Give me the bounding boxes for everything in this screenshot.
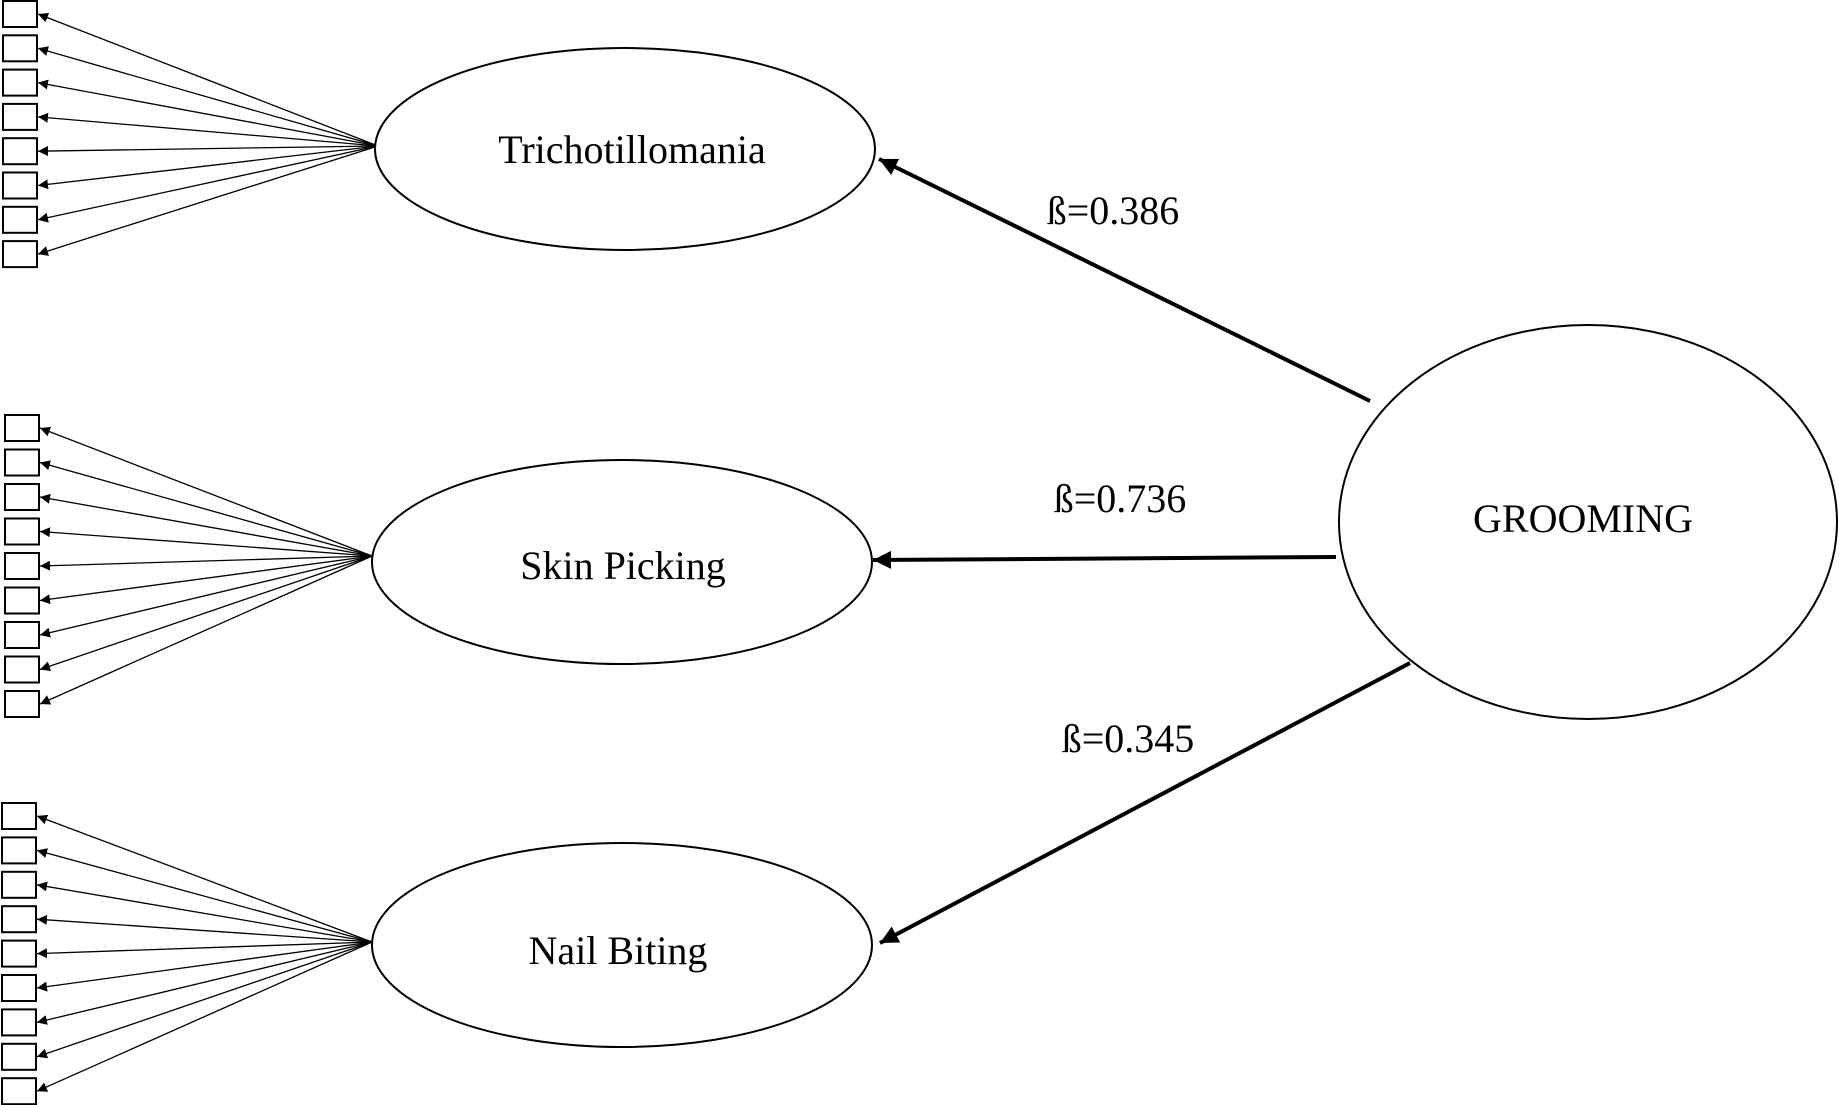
nail-biting-loading-arrow (36, 941, 373, 959)
trichotillomania-indicator-box (2, 171, 38, 200)
factor-label-nail-biting: Nail Biting (529, 928, 708, 973)
skin-picking-indicators (4, 414, 40, 718)
nail-biting-indicator-box (1, 870, 37, 899)
skin-picking-indicator-box (4, 483, 40, 511)
nail-biting-loading-arrow (36, 941, 373, 1092)
factor-label-grooming: GROOMING (1473, 496, 1693, 541)
trichotillomania-loading-arrow (37, 145, 379, 223)
factor-grooming (1338, 324, 1838, 720)
skin-picking-loading-arrow (39, 426, 373, 557)
path-grooming-to-skin-picking (872, 550, 1337, 569)
nail-biting-loading-arrow (36, 914, 373, 943)
trichotillomania-loadings (37, 12, 379, 256)
path-grooming-to-trichotillomania (878, 157, 1371, 403)
skin-picking-indicator-box (4, 552, 40, 580)
skin-picking-indicator-box (4, 690, 40, 718)
factor-skin-picking (371, 459, 873, 665)
trichotillomania-indicator-box (2, 102, 38, 131)
nail-biting-indicator-box (1, 939, 37, 968)
nail-biting-loading-arrow (36, 941, 373, 1059)
nail-biting-loading-arrow (36, 941, 373, 1025)
trichotillomania-loading-arrow (37, 79, 379, 147)
nail-biting-indicator-box (1, 1077, 37, 1105)
nail-biting-loading-arrow (36, 814, 373, 943)
trichotillomania-indicator-box (2, 0, 38, 28)
nail-biting-indicator-box (1, 905, 37, 934)
trichotillomania-indicator-box (2, 68, 38, 97)
nail-biting-loading-arrow (36, 941, 373, 992)
nail-biting-indicator-box (1, 1008, 37, 1037)
skin-picking-loading-arrow (39, 555, 373, 638)
factor-nail-biting (371, 842, 873, 1048)
trichotillomania-indicator-box (2, 205, 38, 234)
trichotillomania-loading-arrow (37, 12, 379, 147)
skin-picking-indicator-box (4, 621, 40, 649)
nail-biting-loading-arrow (36, 881, 373, 943)
nail-biting-indicator-box (1, 836, 37, 865)
nail-biting-indicator-box (1, 802, 37, 830)
factor-label-skin-picking: Skin Picking (520, 543, 726, 588)
path-coefficient-trichotillomania: ß=0.386 (1047, 188, 1180, 233)
skin-picking-loading-arrow (39, 555, 373, 705)
nail-biting-indicator-box (1, 1042, 37, 1071)
trichotillomania-indicator-box (2, 34, 38, 63)
skin-picking-indicator-box (4, 655, 40, 684)
path-grooming-to-nail-biting (879, 661, 1411, 945)
skin-picking-indicator-box (4, 586, 40, 615)
skin-picking-loading-arrow (39, 460, 373, 557)
path-coefficient-nail-biting: ß=0.345 (1062, 716, 1195, 761)
nail-biting-loading-arrow (36, 848, 373, 943)
nail-biting-indicators (1, 802, 37, 1105)
factor-trichotillomania (374, 47, 876, 251)
trichotillomania-indicators (2, 0, 38, 269)
skin-picking-loadings (39, 426, 373, 705)
factor-label-trichotillomania: Trichotillomania (498, 127, 766, 172)
trichotillomania-loading-arrow (37, 112, 379, 147)
trichotillomania-loading-arrow (37, 145, 379, 256)
skin-picking-loading-arrow (39, 555, 373, 571)
skin-picking-loading-arrow (39, 493, 373, 557)
nail-biting-indicator-box (1, 974, 37, 1002)
trichotillomania-loading-arrow (37, 145, 379, 190)
trichotillomania-loading-arrow (37, 145, 379, 157)
trichotillomania-indicator-box (2, 240, 38, 269)
path-coefficient-skin-picking: ß=0.736 (1054, 476, 1187, 521)
skin-picking-indicator-box (4, 414, 40, 442)
nail-biting-loadings (36, 814, 373, 1092)
skin-picking-loading-arrow (39, 555, 373, 671)
skin-picking-indicator-box (4, 517, 40, 546)
skin-picking-loading-arrow (39, 527, 373, 557)
skin-picking-indicator-box (4, 448, 40, 477)
skin-picking-loading-arrow (39, 555, 373, 605)
trichotillomania-indicator-box (2, 137, 38, 166)
trichotillomania-loading-arrow (37, 46, 379, 147)
